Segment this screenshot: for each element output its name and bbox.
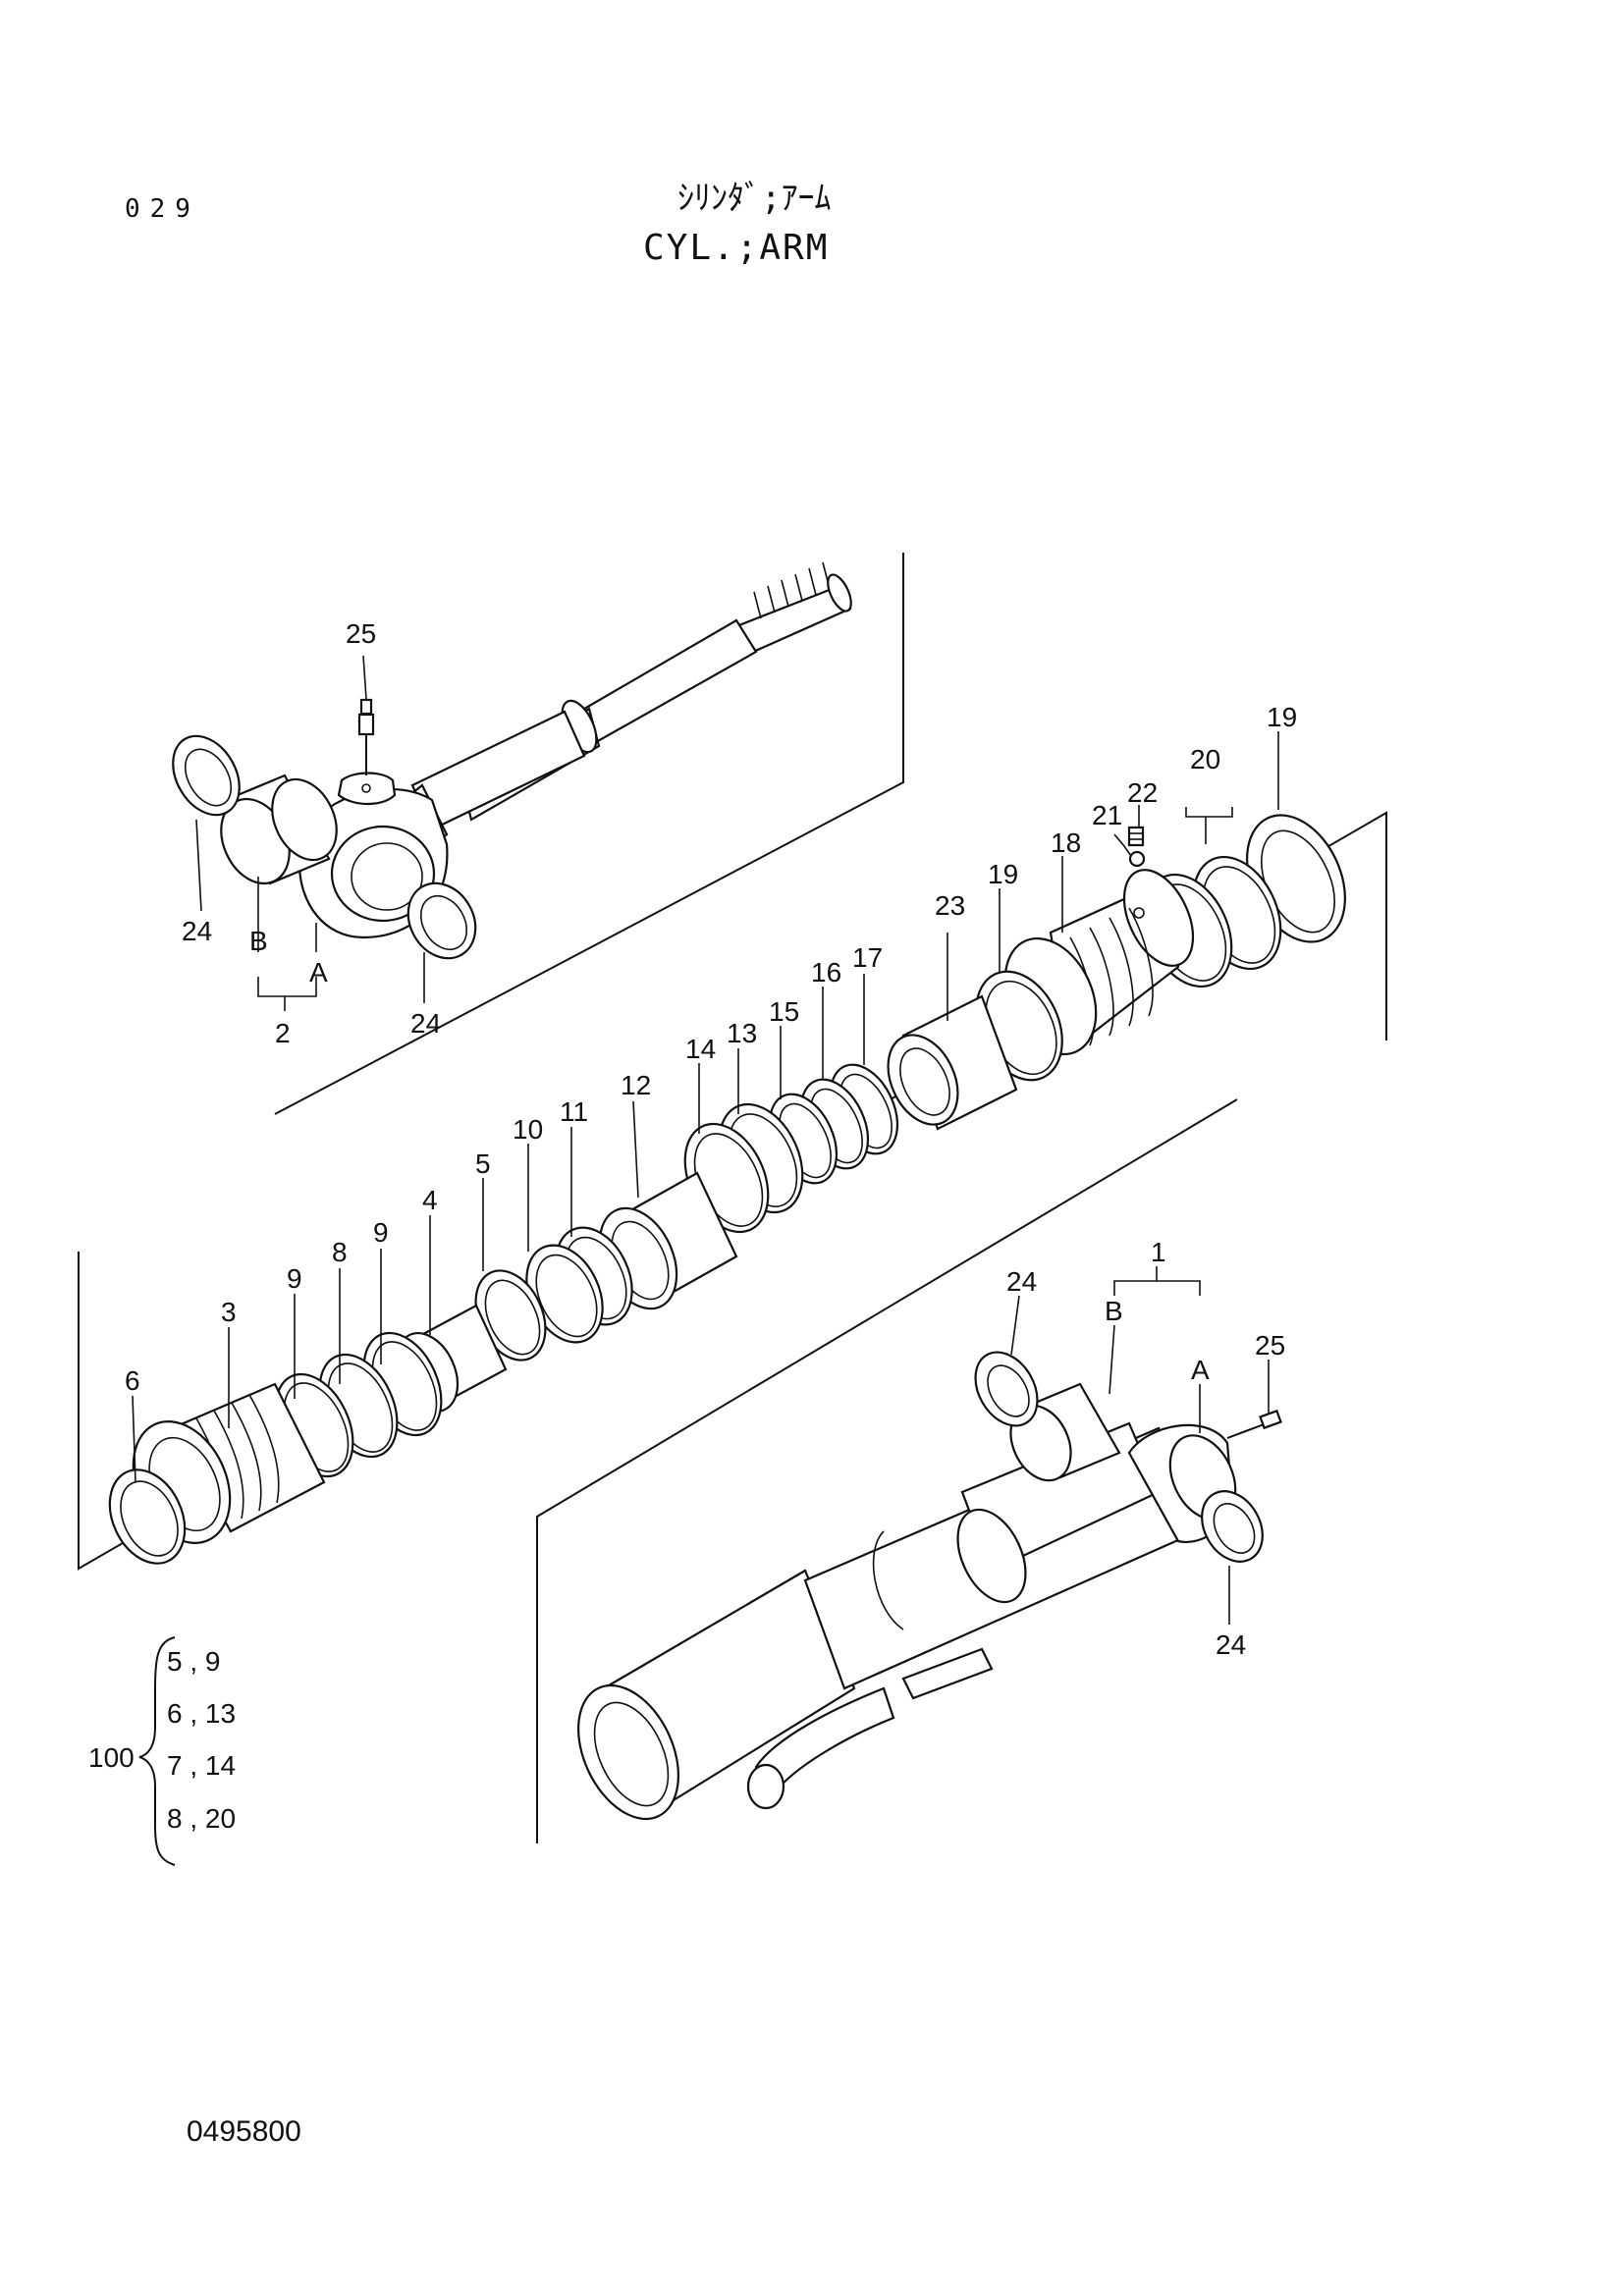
title-english: CYL.;ARM [643,228,830,268]
seal-kit-row-3: 7 , 14 [167,1750,236,1781]
callout-18: 18 [1051,828,1081,858]
dust-seal-upper-right [406,881,477,960]
callout-24-lower-left: 24 [1006,1266,1037,1297]
seals-10-11 [525,1226,633,1344]
callout-13: 13 [727,1018,757,1048]
seal-5 [474,1269,547,1362]
tube-group-frame [536,1098,1238,1843]
dust-seal-upper-left [172,734,241,817]
drawing-number: 0495800 [187,2115,301,2148]
callout-10: 10 [513,1114,543,1145]
callout-B-lower: B [1105,1296,1123,1326]
callout-6: 6 [125,1365,140,1396]
callout-22: 22 [1127,777,1158,808]
callout-4: 4 [422,1185,438,1215]
grease-fitting-lower [1226,1409,1282,1439]
piston-rod [396,561,852,866]
callout-5: 5 [475,1148,491,1179]
callout-25-lower: 25 [1255,1330,1285,1361]
bushing-upper [220,774,338,885]
callout-2: 2 [275,1018,291,1048]
ball-21-and-screw-22 [1127,826,1146,868]
title-japanese: ｼﾘﾝﾀﾞ;ｱｰﾑ [677,179,832,218]
callout-24-lower-right: 24 [1216,1629,1246,1660]
callout-3: 3 [221,1297,237,1327]
callout-19-left: 19 [988,859,1018,889]
leader-lines [132,655,1279,1625]
callout-17: 17 [852,942,883,973]
cylinder-tube [577,1421,1200,1821]
callout-14: 14 [685,1034,716,1064]
callout-A-lower: A [1191,1355,1210,1385]
callout-23: 23 [935,890,965,921]
callout-B-upper: B [249,926,268,956]
grease-fitting-upper [357,698,375,775]
callout-9-left: 9 [287,1263,302,1294]
seals-13-14 [683,1102,804,1234]
callout-11: 11 [560,1096,588,1127]
cushion-ring-23 [887,994,1018,1131]
part-callouts: 25 24 B A 2 24 19 22 20 21 18 19 23 17 1… [125,618,1297,1660]
callout-24-upper-left: 24 [182,916,212,946]
callout-1: 1 [1151,1237,1166,1267]
callout-12: 12 [621,1070,651,1100]
callout-A-upper: A [309,957,328,988]
page-number: 029 [125,194,200,224]
seal-kit-number: 100 [88,1742,135,1773]
seal-kit-row-4: 8 , 20 [167,1803,236,1834]
callout-20: 20 [1190,744,1220,774]
rod-group-frame [274,553,904,1115]
callout-15: 15 [769,996,799,1027]
seal-kit-legend: 100 5 , 9 6 , 13 7 , 14 8 , 20 [88,1636,236,1866]
callout-16: 16 [811,957,841,988]
callout-9-right: 9 [373,1217,389,1248]
dust-seal-lower-left [974,1351,1039,1427]
seal-kit-row-1: 5 , 9 [167,1646,220,1677]
piston-18 [1003,869,1195,1056]
callout-19-right: 19 [1267,702,1297,732]
callout-21: 21 [1092,800,1122,830]
seal-6 [108,1468,187,1565]
callout-24-upper-right: 24 [410,1008,441,1039]
dust-seal-lower-right [1201,1490,1264,1563]
callout-25-upper: 25 [346,618,376,649]
seal-kit-row-2: 6 , 13 [167,1698,236,1729]
callout-8: 8 [332,1237,348,1267]
